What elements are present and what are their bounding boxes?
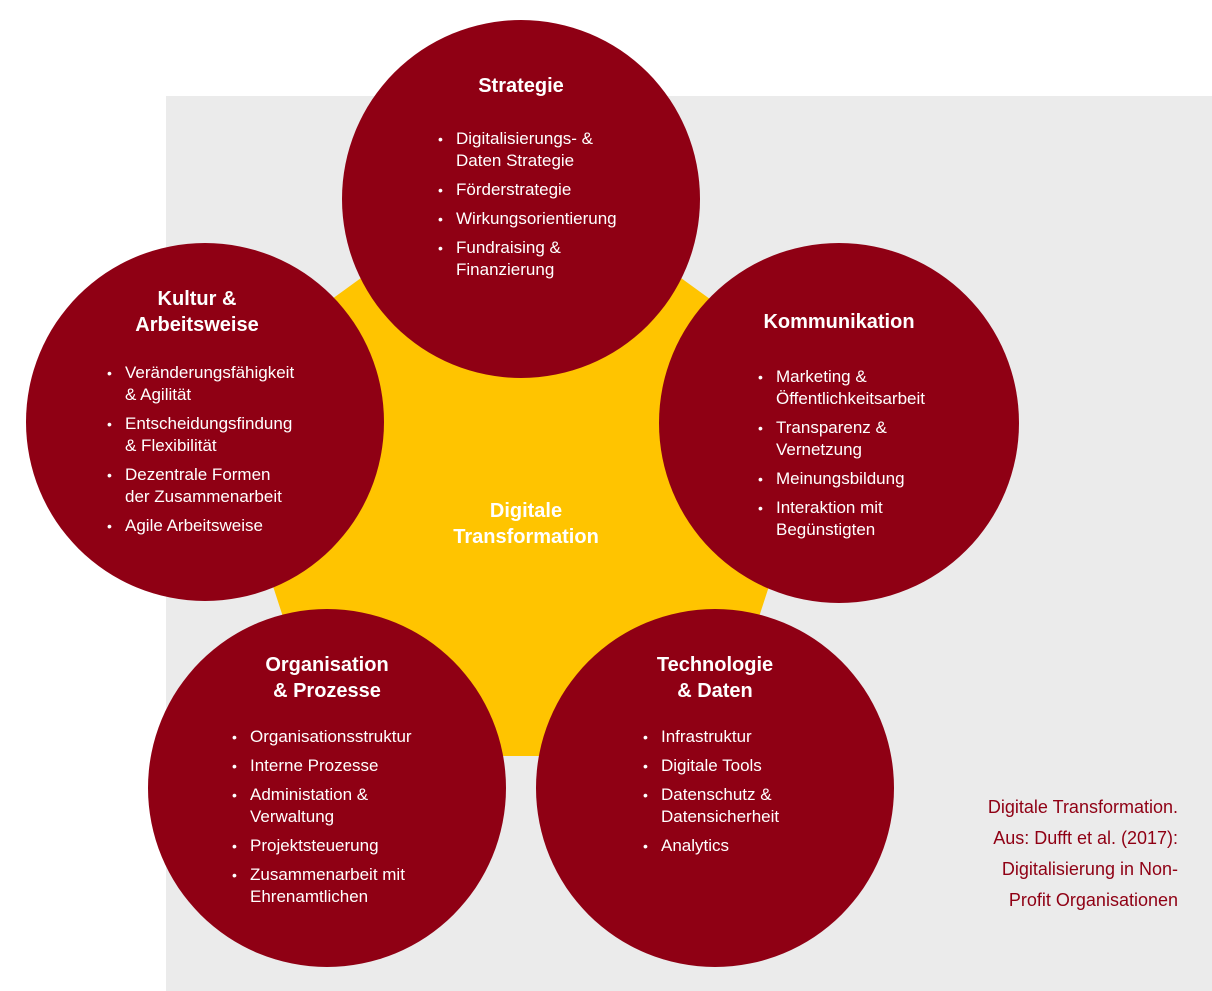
- text-line: & Prozesse: [273, 680, 381, 702]
- list-item-text: Wirkungsorientierung: [456, 209, 617, 228]
- text-line: Digitale Transformation.: [987, 797, 1178, 817]
- list-item-text: Digitale Tools: [661, 756, 762, 775]
- text-line: Digitalisierung in Non-: [1001, 859, 1178, 879]
- text-line: Strategie: [478, 75, 564, 97]
- list-item-text: Projektsteuerung: [250, 836, 379, 855]
- list-item: Infrastruktur: [641, 726, 881, 748]
- circle-technologie-daten: Technologie & Daten InfrastrukturDigitale…: [536, 609, 894, 967]
- list-item-text: Infrastruktur: [661, 727, 752, 746]
- list-item-text: Digitalisierungs- &: [456, 129, 593, 148]
- center-label-line: Transformation: [453, 526, 599, 548]
- list-item: Datenschutz & Datensicherheit: [641, 784, 881, 828]
- list-item-text: Fundraising &: [456, 238, 561, 257]
- list-item: Interne Prozesse: [230, 755, 490, 777]
- list-item-text: Meinungsbildung: [776, 469, 905, 488]
- center-label-line: Digitale: [489, 500, 563, 522]
- bullet-list: OrganisationsstrukturInterne ProzesseAdm…: [230, 726, 490, 915]
- list-item-text: Datensicherheit: [661, 807, 780, 826]
- list-item: Digitalisierungs- & Daten Strategie: [436, 128, 676, 172]
- list-item: Digitale Tools: [641, 755, 881, 777]
- list-item: Administation & Verwaltung: [230, 784, 490, 828]
- circle-title: Kommunikation: [659, 309, 1019, 335]
- list-item-text: & Agilität: [125, 385, 192, 404]
- list-item: Dezentrale Formen der Zusammenarbeit: [105, 464, 355, 508]
- list-item: Entscheidungsfindung & Flexibilität: [105, 413, 355, 457]
- text-line: Arbeitsweise: [135, 314, 259, 336]
- circle-kommunikation: Kommunikation Marketing & Öffentlichkeits…: [659, 243, 1019, 603]
- list-item: Förderstrategie: [436, 179, 676, 201]
- list-item-text: Interne Prozesse: [250, 756, 379, 775]
- bullet-list: Digitalisierungs- & Daten StrategieFörder…: [436, 128, 676, 288]
- list-item-text: Organisationsstruktur: [250, 727, 412, 746]
- list-item-text: Förderstrategie: [456, 180, 572, 199]
- list-item-text: Daten Strategie: [456, 151, 575, 170]
- circle-title: Technologie & Daten: [536, 652, 894, 704]
- circle-title: Kultur & Arbeitsweise: [18, 286, 376, 338]
- list-item: Agile Arbeitsweise: [105, 515, 355, 537]
- circle-title: Organisation & Prozesse: [148, 652, 506, 704]
- figure-caption: Digitale Transformation. Aus: Dufft et al…: [918, 792, 1178, 916]
- list-item-text: Dezentrale Formen: [125, 465, 271, 484]
- list-item-text: Verwaltung: [250, 807, 335, 826]
- list-item: Transparenz & Vernetzung: [756, 417, 1006, 461]
- list-item-text: Analytics: [661, 836, 730, 855]
- list-item-text: Agile Arbeitsweise: [125, 516, 263, 535]
- text-line: & Daten: [677, 680, 753, 702]
- list-item: Veränderungsfähigkeit & Agilität: [105, 362, 355, 406]
- list-item-text: Vernetzung: [776, 440, 863, 459]
- text-line: Technologie: [656, 654, 774, 676]
- bullet-list: Veränderungsfähigkeit & AgilitätEntscheid…: [105, 362, 355, 544]
- list-item-text: Administation &: [250, 785, 369, 804]
- circle-strategie: Strategie Digitalisierungs- & Daten Strat…: [342, 20, 700, 378]
- bullet-list: InfrastrukturDigitale ToolsDatenschutz &…: [641, 726, 881, 864]
- center-label: Digitale Transformation: [420, 498, 632, 550]
- list-item-text: Datenschutz &: [661, 785, 772, 804]
- circle-title: Strategie: [342, 73, 700, 99]
- list-item: Marketing & Öffentlichkeitsarbeit: [756, 366, 1006, 410]
- list-item-text: Ehrenamtlichen: [250, 887, 369, 906]
- list-item-text: Veränderungsfähigkeit: [125, 363, 295, 382]
- circle-organisation-prozesse: Organisation & Prozesse Organisationsstru…: [148, 609, 506, 967]
- list-item-text: & Flexibilität: [125, 436, 217, 455]
- list-item-text: Marketing &: [776, 367, 867, 386]
- list-item-text: Transparenz &: [776, 418, 887, 437]
- list-item-text: Begünstigten: [776, 520, 876, 539]
- bullet-list: Marketing & ÖffentlichkeitsarbeitTranspar…: [756, 366, 1006, 548]
- list-item: Projektsteuerung: [230, 835, 490, 857]
- list-item: Fundraising & Finanzierung: [436, 237, 676, 281]
- list-item: Meinungsbildung: [756, 468, 1006, 490]
- text-line: Kultur &: [157, 288, 237, 310]
- text-line: Aus: Dufft et al. (2017):: [993, 828, 1178, 848]
- list-item-text: Interaktion mit: [776, 498, 883, 517]
- list-item: Wirkungsorientierung: [436, 208, 676, 230]
- circle-kultur-arbeitsweise: Kultur & Arbeitsweise Veränderungsfähigke…: [26, 243, 384, 601]
- text-line: Profit Organisationen: [1008, 890, 1178, 910]
- list-item-text: Zusammenarbeit mit: [250, 865, 405, 884]
- list-item-text: Öffentlichkeitsarbeit: [776, 389, 925, 408]
- list-item-text: der Zusammenarbeit: [125, 487, 282, 506]
- list-item-text: Entscheidungsfindung: [125, 414, 293, 433]
- list-item: Analytics: [641, 835, 881, 857]
- text-line: Organisation: [265, 654, 389, 676]
- list-item-text: Finanzierung: [456, 260, 555, 279]
- text-line: Kommunikation: [763, 311, 915, 333]
- list-item: Organisationsstruktur: [230, 726, 490, 748]
